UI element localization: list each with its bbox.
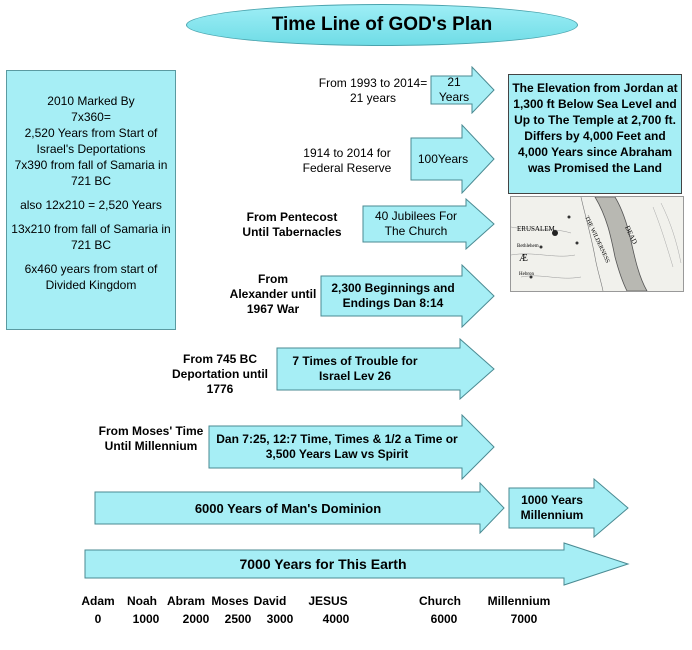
left-box-text-1: 2010 Marked By bbox=[47, 94, 135, 108]
timeline-name-noah: Noah bbox=[127, 594, 157, 608]
timeline-year-6000: 6000 bbox=[430, 612, 458, 626]
arrow-21-years-text: 21 Years bbox=[438, 75, 470, 104]
timeline-year-2500: 2500 bbox=[224, 612, 252, 626]
row-label-5: From 745 BC Deportation until 1776 bbox=[172, 352, 268, 396]
arrow-2300-text: 2,300 Beginnings and Endings Dan 8:14 bbox=[331, 281, 455, 310]
left-box-text-3: 2,520 Years from Start of Israel's Depor… bbox=[24, 126, 158, 156]
arrow-7-times: 7 Times of Trouble for Israel Lev 26 bbox=[276, 338, 496, 400]
arrow-40-jubilees: 40 Jubilees For The Church bbox=[362, 198, 496, 250]
arrow-2300: 2,300 Beginnings and Endings Dan 8:14 bbox=[320, 264, 496, 328]
row-label-6: From Moses' Time Until Millennium bbox=[98, 424, 204, 453]
timeline-name-church: Church bbox=[419, 594, 461, 608]
arrow-dan-7-25: Dan 7:25, 12:7 Time, Times & 1/2 a Time … bbox=[208, 414, 496, 480]
arrow-100-years: 100Years bbox=[410, 124, 496, 194]
arrow-dan-7-25-text: Dan 7:25, 12:7 Time, Times & 1/2 a Time … bbox=[216, 432, 458, 461]
timeline-name-adam: Adam bbox=[81, 594, 115, 608]
timeline-year-0: 0 bbox=[94, 612, 102, 626]
title-banner: Time Line of GOD's Plan bbox=[186, 4, 578, 46]
timeline-name-millennium: Millennium bbox=[487, 594, 551, 608]
map-label-jerusalem: ERUSALEM bbox=[517, 225, 556, 233]
left-box-text-5: also 12x210 = 2,520 Years bbox=[20, 198, 162, 212]
arrow-7-times-text: 7 Times of Trouble for Israel Lev 26 bbox=[292, 354, 418, 383]
row-label-1: From 1993 to 2014= 21 years bbox=[318, 76, 428, 105]
left-box-text-7: 6x460 years from start of Divided Kingdo… bbox=[24, 262, 158, 292]
arrow-1000-years: 1000 Years Millennium bbox=[508, 478, 630, 538]
row-label-3: From Pentecost Until Tabernacles bbox=[242, 210, 342, 239]
jerusalem-map-image: ERUSALEM Bethlehem Hebron THE WILDERNESS… bbox=[510, 196, 684, 292]
arrow-40-jubilees-text: 40 Jubilees For The Church bbox=[374, 209, 458, 238]
left-box-text-6: 13x210 from fall of Samaria in 721 BC bbox=[11, 222, 171, 252]
left-box-text-2: 7x360= bbox=[71, 110, 111, 124]
map-label-ae: Æ bbox=[519, 253, 528, 264]
page-title: Time Line of GOD's Plan bbox=[271, 14, 493, 35]
left-info-box: 2010 Marked By 7x360= 2,520 Years from Sta… bbox=[6, 70, 176, 330]
arrow-6000-years-text: 6000 Years of Man's Dominion bbox=[194, 500, 382, 516]
arrow-7000-years: 7000 Years for This Earth bbox=[84, 542, 630, 586]
arrow-7000-years-text: 7000 Years for This Earth bbox=[239, 555, 407, 572]
timeline-year-1000: 1000 bbox=[132, 612, 160, 626]
left-box-text-4: 7x390 from fall of Samaria in 721 BC bbox=[14, 158, 168, 188]
timeline-year-2000: 2000 bbox=[182, 612, 210, 626]
map-label-hebron: Hebron bbox=[519, 272, 534, 277]
left-box-line: 2010 Marked By 7x360= 2,520 Years from Sta… bbox=[7, 93, 175, 189]
timeline-name-david: David bbox=[253, 594, 287, 608]
timeline-name-jesus: JESUS bbox=[308, 594, 348, 608]
map-label-bethlehem: Bethlehem bbox=[517, 244, 539, 249]
timeline-year-7000: 7000 bbox=[510, 612, 538, 626]
timeline-name-moses: Moses bbox=[211, 594, 249, 608]
arrow-100-years-text: 100Years bbox=[417, 151, 469, 166]
row-label-2: 1914 to 2014 for Federal Reserve bbox=[302, 146, 392, 175]
row-label-4: From Alexander until 1967 War bbox=[229, 272, 317, 316]
timeline-name-abram: Abram bbox=[166, 594, 205, 608]
arrow-1000-years-text: 1000 Years Millennium bbox=[520, 493, 584, 522]
arrow-6000-years: 6000 Years of Man's Dominion bbox=[94, 482, 506, 534]
timeline-year-4000: 4000 bbox=[322, 612, 350, 626]
arrow-21-years: 21 Years bbox=[430, 66, 496, 114]
timeline-year-3000: 3000 bbox=[266, 612, 294, 626]
elevation-box: The Elevation from Jordan at 1,300 ft Be… bbox=[508, 74, 682, 194]
